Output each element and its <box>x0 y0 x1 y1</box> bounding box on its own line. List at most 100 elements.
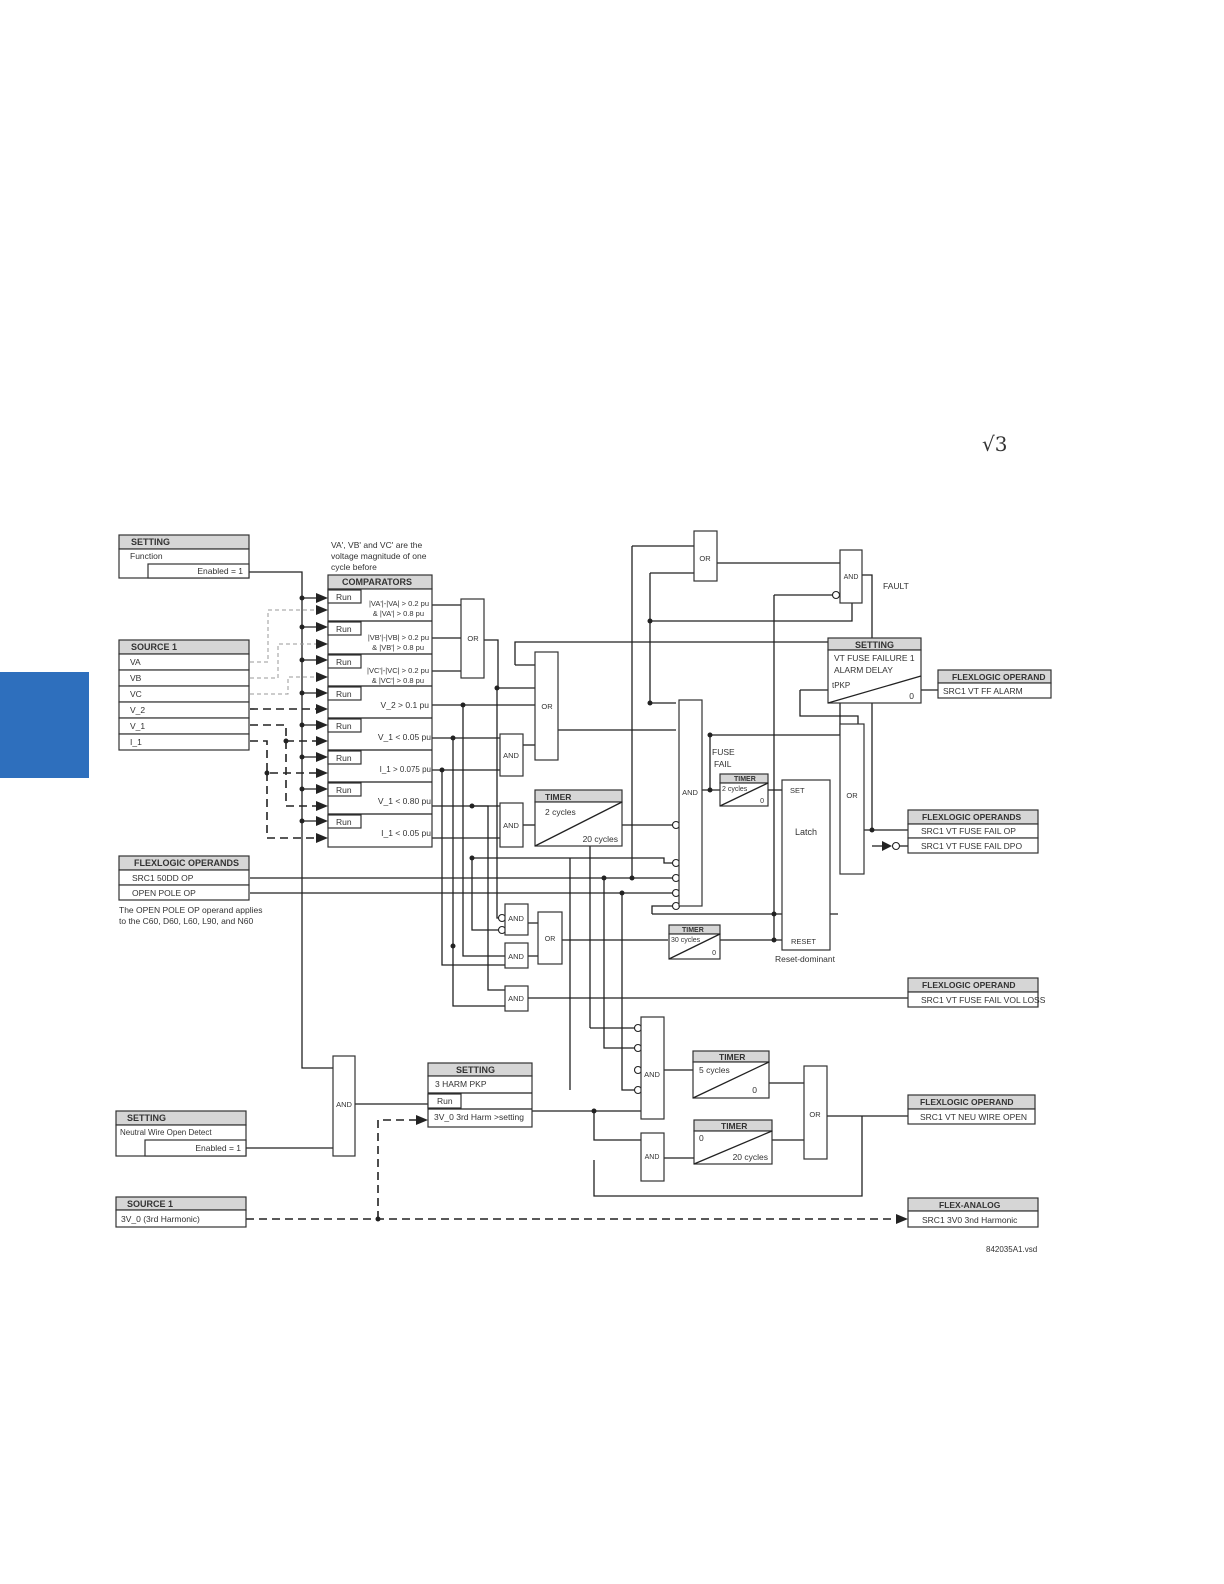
open-pole-note: The OPEN POLE OP operand applies <box>119 905 262 915</box>
run-label: Run <box>336 753 352 763</box>
timer-header: TIMER <box>721 1121 747 1131</box>
or-gate-top <box>693 530 718 582</box>
gate-label: AND <box>503 821 519 830</box>
gate-label: AND <box>682 788 698 797</box>
flexlogic-operand-item: OPEN POLE OP <box>132 888 196 898</box>
timer-2-0: TIMER 2 cycles 0 <box>719 773 769 807</box>
latch-set-label: SET <box>790 786 805 795</box>
source1-harmonic-item: 3V_0 (3rd Harmonic) <box>121 1214 200 1224</box>
timer-header: TIMER <box>734 776 756 783</box>
timer-header: TIMER <box>682 927 704 934</box>
and-gate-2 <box>499 802 524 848</box>
setting-neutral-wire-block: SETTING Neutral Wire Open Detect Enabled… <box>115 1110 247 1157</box>
timer-dropout: 0 <box>760 798 764 805</box>
comparator-condition: I_1 > 0.075 pu <box>380 765 431 774</box>
comparator-condition: |VA'|-|VA| > 0.2 pu <box>369 599 429 608</box>
setting-neutral-label: Neutral Wire Open Detect <box>120 1128 212 1137</box>
setting-vt-ff-pickup: tPKP <box>832 681 850 690</box>
run-label: Run <box>336 592 352 602</box>
run-label: Run <box>437 1096 453 1106</box>
timer-2-20: TIMER 2 cycles 20 cycles <box>534 789 623 847</box>
flexlogic-operand-header: FLEXLOGIC OPERAND <box>952 672 1046 682</box>
timer-pickup: 5 cycles <box>699 1065 730 1075</box>
gate-label: OR <box>809 1110 821 1119</box>
flexlogic-neu-wire-block: FLEXLOGIC OPERAND SRC1 VT NEU WIRE OPEN <box>907 1094 1036 1125</box>
fault-label: FAULT <box>883 581 909 591</box>
and-gate-3 <box>504 903 529 936</box>
chapter-side-tab <box>0 672 89 778</box>
source1-item: I_1 <box>130 737 142 747</box>
run-label: Run <box>336 721 352 731</box>
sqrt3-symbol: √3 <box>982 432 1008 456</box>
setting-header: SETTING <box>855 640 894 650</box>
gate-label: AND <box>503 751 519 760</box>
source1-item: VA <box>130 657 141 667</box>
gate-label: AND <box>508 994 524 1003</box>
comparators-header: COMPARATORS <box>342 577 412 587</box>
gate-label: OR <box>699 554 711 563</box>
comparator-condition: & |VA'| > 0.8 pu <box>373 609 424 618</box>
timer-0-20: TIMER 0 20 cycles <box>693 1119 773 1165</box>
source1-harmonic-block: SOURCE 1 3V_0 (3rd Harmonic) <box>115 1196 247 1228</box>
flexlogic-vol-loss-block: FLEXLOGIC OPERAND SRC1 VT FUSE FAIL VOL … <box>907 977 1046 1008</box>
reset-dominant-label: Reset-dominant <box>775 954 836 964</box>
source1-item: V_2 <box>130 705 145 715</box>
open-pole-note: to the C60, D60, L60, L90, and N60 <box>119 916 253 926</box>
comparators-block: VA', VB' and VC' are the voltage magnitu… <box>327 540 433 848</box>
source1-header: SOURCE 1 <box>127 1199 173 1209</box>
run-label: Run <box>336 689 352 699</box>
flexlogic-operand-item: SRC1 VT FUSE FAIL DPO <box>921 841 1022 851</box>
gate-label: OR <box>545 936 556 943</box>
flexlogic-operand-item: SRC1 VT FUSE FAIL OP <box>921 826 1016 836</box>
timer-header: TIMER <box>545 792 571 802</box>
comparator-condition: V_1 < 0.05 pu <box>378 732 431 742</box>
setting-header: SETTING <box>131 537 170 547</box>
comparators-note: cycle before <box>331 562 377 572</box>
flex-analog-header: FLEX-ANALOG <box>939 1200 1001 1210</box>
and-gate-big <box>678 699 703 907</box>
gate-label: AND <box>645 1154 660 1161</box>
comparator-condition: & |VB'| > 0.8 pu <box>372 643 424 652</box>
flexlogic-operand-header: FLEXLOGIC OPERAND <box>922 980 1016 990</box>
and-gate-fault <box>839 549 863 604</box>
comparator-condition: I_1 < 0.05 pu <box>381 828 431 838</box>
or-gate-2 <box>534 651 559 761</box>
source1-item: VB <box>130 673 142 683</box>
gate-label: OR <box>467 634 479 643</box>
and-gate-5 <box>504 985 529 1012</box>
setting-header: SETTING <box>127 1113 166 1123</box>
run-label: Run <box>336 785 352 795</box>
and-gate-neutral <box>332 1055 356 1157</box>
source1-block: SOURCE 1 VA VB VC V_2 V_1 I_1 <box>118 639 250 751</box>
flexlogic-ff-alarm-block: FLEXLOGIC OPERAND SRC1 VT FF ALARM <box>937 669 1052 699</box>
and-gate-6 <box>640 1016 665 1120</box>
gate-label: AND <box>644 1070 660 1079</box>
timer-dropout: 20 cycles <box>733 1152 768 1162</box>
or-gate-4 <box>803 1065 828 1160</box>
flexlogic-operands-header: FLEXLOGIC OPERANDS <box>922 812 1022 822</box>
gate-label: AND <box>508 952 524 961</box>
setting-function-block: SETTING Function Enabled = 1 <box>118 534 250 579</box>
comparators-note: VA', VB' and VC' are the <box>331 540 422 550</box>
logic-gates: OR OR AND AND OR AND AND OR AND AND OR A… <box>332 530 865 1182</box>
latch-block: SET Latch RESET Reset-dominant <box>775 779 836 964</box>
flexlogic-operand-item: SRC1 VT NEU WIRE OPEN <box>920 1112 1027 1122</box>
timer-dropout: 0 <box>712 950 716 957</box>
arrowheads <box>316 593 908 1224</box>
setting-3harm-label: 3 HARM PKP <box>435 1079 487 1089</box>
or-gate-1 <box>460 598 485 679</box>
setting-3harm-block: SETTING 3 HARM PKP Run 3V_0 3rd Harm >se… <box>427 1062 533 1128</box>
comparator-condition: |VB'|-|VB| > 0.2 pu <box>368 633 429 642</box>
source1-header: SOURCE 1 <box>131 642 177 652</box>
comparator-condition: & |VC'| > 0.8 pu <box>372 676 424 685</box>
run-label: Run <box>336 657 352 667</box>
flex-analog-block: FLEX-ANALOG SRC1 3V0 3nd Harmonic <box>907 1197 1039 1228</box>
gate-label: OR <box>846 791 858 800</box>
timer-pickup: 2 cycles <box>722 786 748 793</box>
and-gate-4 <box>504 942 529 969</box>
latch-label: Latch <box>795 827 817 837</box>
or-gate-right <box>839 723 865 875</box>
timer-pickup: 30 cycles <box>671 937 701 944</box>
timer-dropout: 0 <box>752 1085 757 1095</box>
